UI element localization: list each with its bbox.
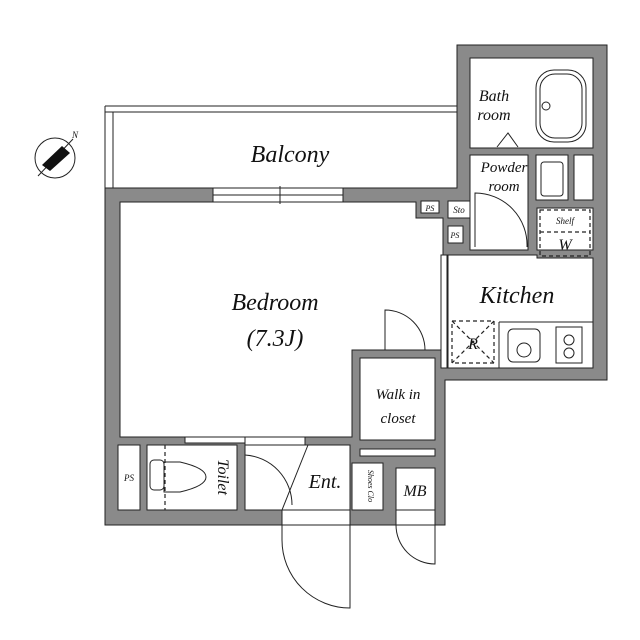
entrance [244,444,351,511]
svg-text:room: room [488,179,519,195]
front-door[interactable] [281,525,351,609]
toilet-room [146,444,238,511]
bedroom-door[interactable] [384,309,426,351]
storage-label: Sto [453,205,465,215]
ps-label: PS [450,231,460,240]
toilet-icon [149,459,207,493]
bedroom-size: (7.3J) [247,326,304,352]
svg-text:Powder: Powder [480,160,528,176]
svg-text:Walk in: Walk in [376,387,421,403]
ps-label: PS [123,473,134,483]
walk-in-closet [359,357,436,441]
balcony: Balcony [104,105,457,188]
svg-text:N: N [71,130,79,140]
kitchen [447,254,594,369]
bedroom-label: Bedroom [231,290,318,316]
kitchen-window[interactable] [440,254,448,369]
powder-door[interactable] [474,192,528,248]
kitchen-label: Kitchen [479,283,555,309]
balcony-label: Balcony [251,142,330,168]
north-arrow-icon: N [34,130,79,179]
toilet-door[interactable] [244,454,293,506]
svg-text:closet: closet [381,411,417,427]
bath-door[interactable] [496,132,519,148]
toilet-label: Toilet [214,459,231,495]
sink-icon [507,328,541,363]
bathroom [469,57,594,149]
svg-text:Shelf: Shelf [556,216,575,226]
entrance-label: Ent. [308,471,342,493]
mb-door[interactable] [395,524,436,565]
svg-text:MB: MB [402,483,426,500]
shoe-closet-label: Shoes Clo [366,470,375,502]
svg-text:Bath: Bath [479,88,509,105]
svg-text:R: R [467,336,478,353]
svg-text:room: room [477,107,510,124]
powder-room [469,154,529,251]
bathtub-icon [535,69,587,143]
svg-text:W: W [558,237,573,254]
washbasin-icon [540,161,564,197]
fridge-space [451,320,495,364]
stove-icon [555,326,583,364]
ps-label: PS [425,204,435,213]
washer-space [539,209,591,257]
